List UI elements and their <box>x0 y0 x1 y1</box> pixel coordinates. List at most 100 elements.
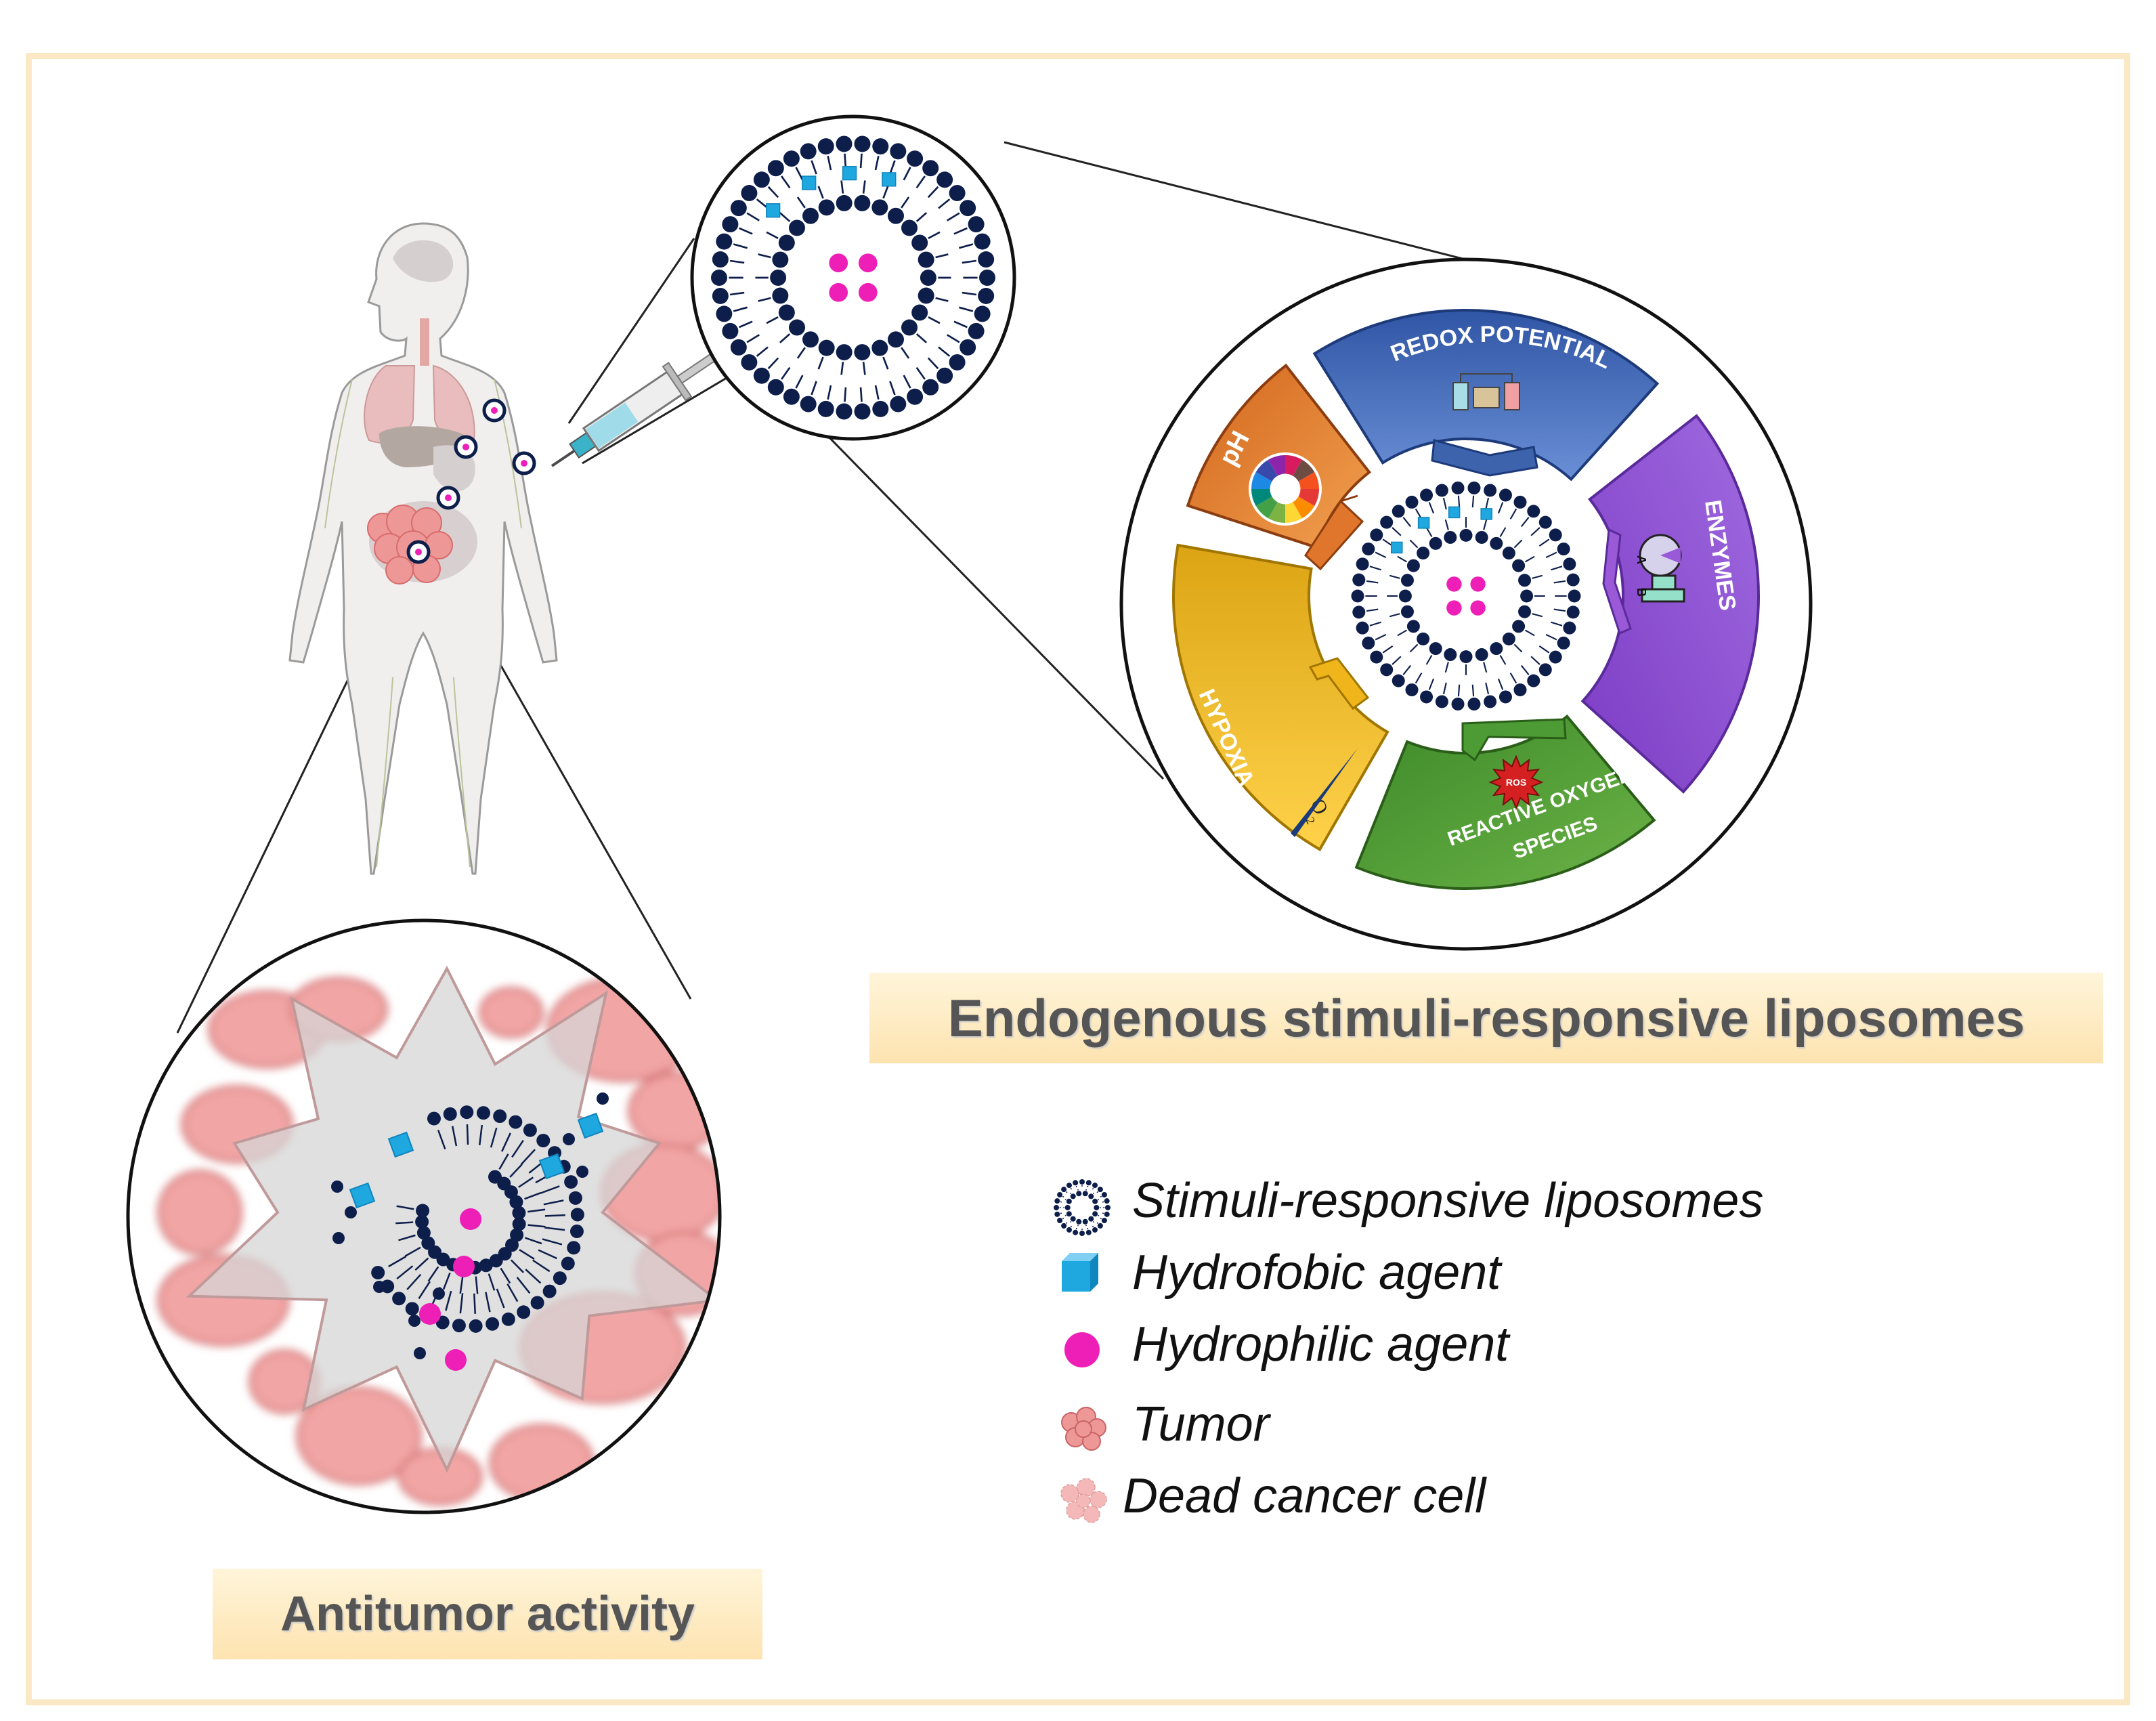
lipid-head <box>1070 1216 1076 1222</box>
lipid-tail <box>498 1153 509 1170</box>
lipid-tail <box>766 231 779 239</box>
lipid-head <box>1490 642 1503 656</box>
lipid-head <box>1538 663 1552 677</box>
lipid-head <box>1061 1187 1067 1193</box>
lipid-tail <box>927 186 939 198</box>
lipid-head <box>452 1319 466 1333</box>
lipid-tail <box>840 362 844 375</box>
lipid-head <box>767 379 784 396</box>
lipid-head <box>890 143 907 160</box>
lipid-tail <box>1444 519 1449 530</box>
lipid-tail <box>451 1126 458 1147</box>
lipid-tail <box>915 212 928 222</box>
lipid-tail <box>445 1290 452 1311</box>
lipid-tail <box>544 1227 565 1231</box>
zoom-line <box>1004 141 1463 260</box>
stimuli-wheel: REDOX POTENTIAL pH ENZYMES HYPOXIA REACT… <box>1119 257 1813 951</box>
human-body <box>288 222 558 875</box>
lipid-tail <box>901 196 910 209</box>
lipid-tail <box>767 357 779 370</box>
lipid-head <box>1097 1187 1103 1193</box>
lipid-head <box>1400 605 1414 618</box>
lipid-head <box>1568 589 1581 603</box>
legend-tumor-icon <box>1061 1407 1106 1451</box>
lipid-head <box>872 400 889 417</box>
lipid-tail <box>1497 678 1504 690</box>
lipid-head <box>778 234 795 251</box>
brain-icon <box>393 240 454 282</box>
antitumor-activity-title: Antitumor activity <box>213 1569 762 1659</box>
lipid-tail <box>414 1257 429 1271</box>
lipid-head <box>1392 505 1405 518</box>
lipid-head <box>1351 589 1364 603</box>
lipid-tail <box>1483 662 1488 673</box>
lipid-head <box>332 1232 345 1244</box>
lipid-head <box>517 1305 531 1319</box>
lipid-head <box>414 1347 426 1359</box>
lipid-head <box>460 1105 474 1120</box>
hydrofobic-agent <box>349 1182 376 1209</box>
lipid-head <box>907 388 924 405</box>
lipid-head <box>570 1208 584 1222</box>
lipid-tail <box>543 1199 564 1206</box>
lipid-tail <box>746 212 760 221</box>
top-liposome-zoom <box>690 114 1016 441</box>
lipid-head <box>936 171 953 188</box>
lipid-head <box>1429 536 1442 550</box>
lipid-head <box>345 1206 357 1218</box>
lipid-tail <box>733 243 748 249</box>
lipid-head <box>1513 683 1527 697</box>
lipid-tail <box>817 186 824 199</box>
nerve-lines <box>324 379 522 868</box>
lipid-head <box>405 1302 419 1316</box>
lipid-head <box>741 185 758 202</box>
lipid-head <box>772 251 789 268</box>
lipid-tail <box>1499 654 1507 665</box>
lipid-head <box>1405 683 1419 697</box>
lipid-head <box>1057 1192 1063 1197</box>
lipid-tail <box>882 356 889 370</box>
lipid-tail <box>501 1132 511 1152</box>
lipid-head <box>553 1271 567 1286</box>
lipid-tail <box>459 1293 464 1314</box>
lipid-tail <box>827 155 832 171</box>
hydrofobic-agent <box>842 166 857 181</box>
lipid-head <box>1406 620 1420 633</box>
hydrofobic-agent <box>1391 541 1403 554</box>
lipid-head <box>901 319 918 336</box>
lipid-head <box>1066 1183 1072 1189</box>
lipid-head <box>489 1254 503 1268</box>
lipid-tail <box>817 356 824 370</box>
lipid-head <box>1549 650 1562 664</box>
legend-liposomes-label: Stimuli-responsive liposomes <box>1132 1174 1764 1228</box>
lipid-head <box>1417 632 1430 645</box>
enzymes-segment <box>1580 414 1760 794</box>
legend-dead-cell-label: Dead cancer cell <box>1123 1469 1486 1523</box>
lipid-tail <box>1520 664 1530 675</box>
lipid-head <box>1513 495 1527 509</box>
hydrofobic-agent <box>1448 506 1461 519</box>
lipid-head <box>887 207 904 224</box>
lipid-head <box>1054 1205 1059 1210</box>
lipid-head <box>1380 515 1394 529</box>
lipid-head <box>1435 484 1448 497</box>
ros-star-icon: ROS <box>1488 755 1544 810</box>
lipid-tail <box>1075 1227 1077 1230</box>
hydrophilic-agent <box>460 1208 481 1230</box>
lipid-head <box>979 270 995 286</box>
lipid-tail <box>437 1130 446 1150</box>
lipid-tail <box>516 1277 531 1294</box>
lipid-head <box>1362 543 1375 556</box>
lipid-tail <box>947 334 960 343</box>
ph-color-wheel-icon <box>1249 452 1322 526</box>
lipid-tail <box>1513 643 1523 653</box>
lipid-tail <box>1369 621 1381 626</box>
lipid-tail <box>1499 527 1507 538</box>
lipid-head <box>1085 1180 1092 1186</box>
lipid-tail <box>928 316 941 324</box>
lipid-tail <box>398 1234 416 1241</box>
lipid-head <box>1070 1193 1076 1199</box>
lipid-tail <box>532 1259 551 1273</box>
lipid-head <box>416 1226 431 1240</box>
lipid-tail <box>1442 497 1447 510</box>
